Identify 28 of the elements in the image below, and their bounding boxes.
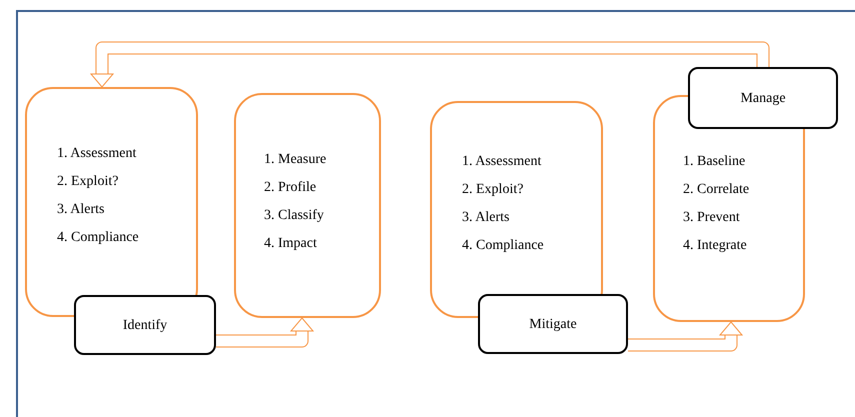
stage-name: Identify <box>122 316 168 334</box>
list-item: 3. Classify <box>264 207 325 225</box>
list-item: 2. Exploit? <box>462 181 524 199</box>
list-item: 4. Impact <box>264 235 318 253</box>
stage-box <box>234 93 381 318</box>
list-item: 1. Assessment <box>462 153 542 171</box>
stage-box <box>430 101 603 318</box>
stage-label-box <box>688 67 838 129</box>
block-arrow <box>216 317 314 348</box>
list-item: 2. Exploit? <box>57 173 120 191</box>
stage-label-box <box>478 294 628 354</box>
list-item: 3. Alerts <box>57 201 106 219</box>
list-item: 2. Profile <box>264 179 318 197</box>
list-item: 4. Integrate <box>683 237 748 255</box>
list-item: 4. Compliance <box>57 229 139 247</box>
stage-box <box>25 87 198 317</box>
list-item: 1. Measure <box>264 151 326 169</box>
list-item: 1. Baseline <box>683 153 746 171</box>
list-item: 1. Assessment <box>57 145 138 163</box>
list-item: 3. Alerts <box>462 209 510 227</box>
stage-name: Mitigate <box>529 316 577 334</box>
list-item: 4. Compliance <box>462 237 544 255</box>
list-item: 2. Correlate <box>683 181 750 199</box>
block-arrow <box>90 42 770 88</box>
block-arrow <box>628 321 744 352</box>
list-item: 3. Prevent <box>683 209 741 227</box>
stage-name: Manage <box>740 90 786 108</box>
stage-label-box <box>74 295 216 355</box>
